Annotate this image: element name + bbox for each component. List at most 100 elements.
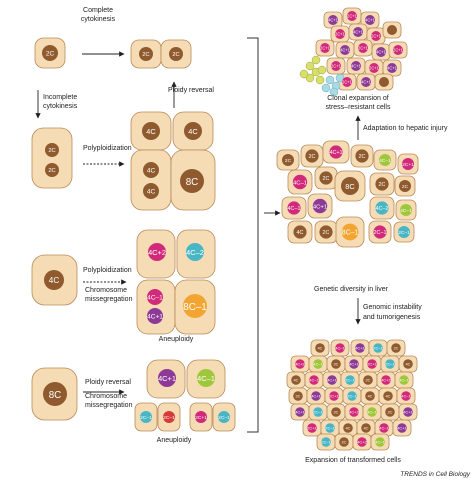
nucleus-label: 2C+1 (307, 426, 317, 431)
nucleus (353, 27, 363, 37)
nucleus (143, 183, 159, 199)
nucleus (148, 243, 166, 261)
nucleus-label: 2C (359, 154, 366, 160)
nucleus (45, 163, 59, 177)
journal-credit: TRENDS in Cell Biology (400, 471, 470, 478)
nucleus-label: 4C+1 (158, 374, 176, 383)
nucleus-label: 2C–1 (345, 378, 354, 383)
nucleus-label: 4C+1 (365, 18, 376, 23)
polyploidization-label-1: Polyploidization (83, 145, 132, 152)
nucleus (355, 343, 365, 353)
nucleus-label: 2C (333, 362, 338, 367)
nucleus (342, 77, 352, 87)
cell (130, 149, 172, 211)
nucleus (357, 437, 367, 447)
nucleus (361, 77, 371, 87)
stressed-cell (329, 87, 339, 97)
nucleus (369, 63, 379, 73)
nucleus (180, 169, 204, 193)
nucleus-label: 4C+1 (397, 426, 407, 431)
nucleus (295, 359, 305, 369)
nucleus-label: 2C (379, 182, 386, 188)
nucleus (328, 15, 338, 25)
nucleus-label: 2C–1 (218, 415, 230, 421)
nucleus-label: 2C–1 (398, 230, 410, 236)
nucleus (343, 423, 353, 433)
nucleus (287, 201, 301, 215)
nucleus-label: 4C+1 (351, 64, 362, 69)
nucleus (381, 375, 391, 385)
nucleus-label: 4C+1 (313, 204, 327, 210)
nucleus (363, 375, 373, 385)
nucleus-label: 2C–1 (374, 230, 387, 236)
nucleus-label: 2C–1 (163, 415, 175, 421)
nucleus-label: 4C–1 (309, 378, 318, 383)
nucleus (183, 294, 207, 318)
nucleus-label: 4C–2 (186, 248, 204, 257)
nucleus (293, 391, 303, 401)
nucleus (403, 407, 413, 417)
nucleus-label: 2C+1 (342, 80, 353, 85)
nucleus (169, 47, 183, 61)
nucleus-label: 2C–1 (321, 440, 330, 445)
nucleus (295, 407, 305, 417)
nucleus (147, 289, 163, 305)
nucleus (313, 407, 323, 417)
nucleus-label: 2C (333, 410, 338, 415)
nucleus (403, 359, 413, 369)
nucleus (367, 407, 377, 417)
genomic-instability-label-2: and tumorigenesis (363, 314, 421, 321)
chromosome-missegregation-1-label-2: missegregation (85, 296, 133, 303)
nucleus-label: 4C+2 (357, 440, 367, 445)
nucleus (365, 391, 375, 401)
nucleus (387, 25, 397, 35)
cell (31, 127, 73, 189)
nucleus (375, 201, 389, 215)
nucleus-label: 4C+1 (147, 314, 163, 321)
ploidy-reversal-bottom-label: Ploidy reversal (85, 379, 131, 386)
nucleus (143, 162, 159, 178)
nucleus-label: 4C–1 (197, 374, 215, 383)
nucleus (349, 407, 359, 417)
nucleus (44, 270, 64, 290)
nucleus-label: 4C–1 (401, 394, 410, 399)
nucleus-label: 2C (48, 148, 55, 154)
nucleus (383, 391, 393, 401)
nucleus-label: 2C (295, 394, 300, 399)
nucleus-label: 2C+1 (369, 66, 380, 71)
nucleus (376, 47, 386, 57)
nucleus-label: 4C+1 (295, 410, 305, 415)
clonal-expansion-label-2: stress–resistant cells (326, 104, 391, 111)
nucleus-label: 4C–1 (288, 206, 301, 212)
nucleus-label: 4C (297, 230, 304, 236)
nucleus (313, 359, 323, 369)
nucleus (292, 174, 308, 190)
nucleus-label: 4C (147, 168, 156, 175)
nucleus-label: 4C+1 (340, 48, 351, 53)
nucleus (375, 437, 385, 447)
nucleus-label: 4C (317, 346, 322, 351)
nucleus-label: 2C+1 (329, 394, 339, 399)
nucleus (291, 375, 301, 385)
nucleus (399, 180, 411, 192)
nucleus-label: 2C+1 (358, 46, 369, 51)
nucleus (327, 375, 337, 385)
cell (136, 279, 176, 335)
nucleus-label: 4C+1 (327, 378, 337, 383)
nucleus-label: 2C (341, 440, 346, 445)
nucleus-label: 4C+2 (381, 378, 391, 383)
nucleus (321, 437, 331, 447)
nucleus (218, 411, 230, 423)
nucleus (355, 149, 369, 163)
nucleus-label: 4C–1 (313, 362, 322, 367)
nucleus-label: 2C (172, 52, 179, 58)
nucleus-label: 2C (46, 51, 55, 58)
nucleus-label: 4C–1 (379, 426, 388, 431)
nucleus (347, 391, 357, 401)
nucleus (305, 149, 319, 163)
nucleus-label: 4C+1 (311, 394, 321, 399)
nucleus-label: 2C (323, 230, 330, 236)
nucleus-label: 2C (48, 168, 55, 174)
